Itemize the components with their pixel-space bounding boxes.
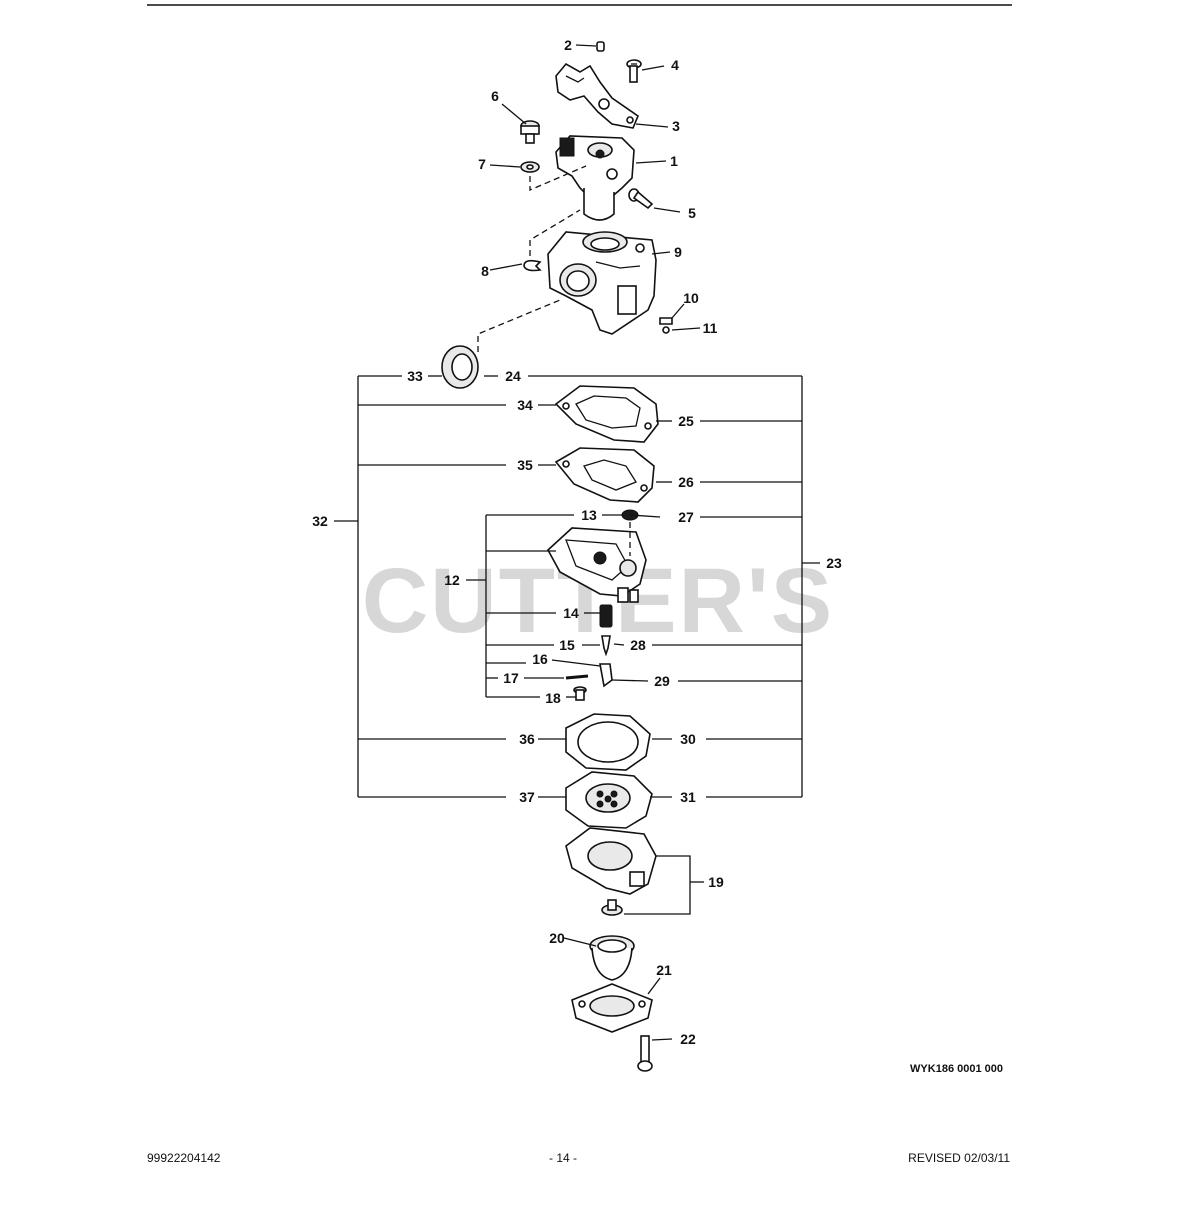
callout-23: 23 xyxy=(826,555,842,571)
callout-25: 25 xyxy=(678,413,694,429)
callout-29: 29 xyxy=(654,673,670,689)
footer-page-number: - 14 - xyxy=(549,1151,577,1165)
footer-revision-date: REVISED 02/03/11 xyxy=(908,1151,1010,1165)
part-20-primer-bulb xyxy=(589,935,635,981)
callout-30: 30 xyxy=(680,731,696,747)
callout-2: 2 xyxy=(564,37,572,53)
part-3-lever-bracket xyxy=(555,62,639,129)
callout-8: 8 xyxy=(481,263,489,279)
part-30-36-gasket xyxy=(565,713,651,771)
part-7-washer xyxy=(520,161,540,173)
bracket-19 xyxy=(624,855,704,915)
callout-37: 37 xyxy=(519,789,535,805)
callout-20: 20 xyxy=(549,930,565,946)
part-15-28-needle xyxy=(601,635,611,657)
part-26-35-plate xyxy=(554,447,655,503)
callout-26: 26 xyxy=(678,474,694,490)
callout-33: 33 xyxy=(407,368,423,384)
part-19-metering-cover xyxy=(565,827,657,895)
assembly-line-8-9 xyxy=(529,209,581,256)
bracket-32 xyxy=(334,375,566,798)
part-4-screw xyxy=(626,59,642,83)
part-24-33-gasket-ring xyxy=(441,345,479,389)
callout-13: 13 xyxy=(581,507,597,523)
callout-5: 5 xyxy=(688,205,696,221)
callout-31: 31 xyxy=(680,789,696,805)
callout-17: 17 xyxy=(503,670,519,686)
callout-21: 21 xyxy=(656,962,672,978)
part-1-throttle-housing xyxy=(555,135,635,221)
part-22-screw xyxy=(637,1035,653,1072)
callout-14: 14 xyxy=(563,605,579,621)
part-8-clip xyxy=(523,259,542,272)
callout-3: 3 xyxy=(672,118,680,134)
bracket-12 xyxy=(466,514,622,698)
callout-1: 1 xyxy=(670,153,678,169)
part-9-carburetor-body xyxy=(547,231,657,335)
callout-4: 4 xyxy=(671,57,679,73)
part-5-screw xyxy=(628,188,654,210)
callout-12: 12 xyxy=(444,572,460,588)
part-6-screw xyxy=(520,120,540,144)
bracket-23 xyxy=(484,375,820,798)
callout-34: 34 xyxy=(517,397,533,413)
part-21-primer-flange xyxy=(571,983,653,1033)
part-17-pin xyxy=(565,674,589,680)
part-16-29-lever xyxy=(599,663,613,688)
callout-24: 24 xyxy=(505,368,521,384)
footer-part-number: 99922204142 xyxy=(147,1151,221,1165)
part-10-11-needle xyxy=(659,317,673,334)
callout-6: 6 xyxy=(491,88,499,104)
callout-7: 7 xyxy=(478,156,486,172)
callout-35: 35 xyxy=(517,457,533,473)
part-31-37-diaphragm xyxy=(565,771,653,829)
callout-19: 19 xyxy=(708,874,724,890)
callout-32: 32 xyxy=(312,513,328,529)
callout-36: 36 xyxy=(519,731,535,747)
callout-27: 27 xyxy=(678,509,694,525)
part-12-pump-body xyxy=(546,527,647,603)
leader-lines xyxy=(489,44,701,1041)
part-2-plug xyxy=(596,41,605,52)
callout-11: 11 xyxy=(703,320,718,336)
callout-9: 9 xyxy=(674,244,682,260)
callout-15: 15 xyxy=(559,637,575,653)
part-14-spring xyxy=(599,604,613,628)
part-19-fitting xyxy=(601,899,623,916)
callout-16: 16 xyxy=(532,651,548,667)
assembly-line-33-9 xyxy=(477,299,561,352)
part-18-screw xyxy=(573,686,587,701)
assembly-line-7-1 xyxy=(529,165,587,191)
callout-22: 22 xyxy=(680,1031,696,1047)
callout-10: 10 xyxy=(683,290,699,306)
drawing-reference: WYK186 0001 000 xyxy=(910,1063,1003,1075)
callout-18: 18 xyxy=(545,690,561,706)
part-25-34-gasket xyxy=(554,385,659,443)
callout-28: 28 xyxy=(630,637,646,653)
